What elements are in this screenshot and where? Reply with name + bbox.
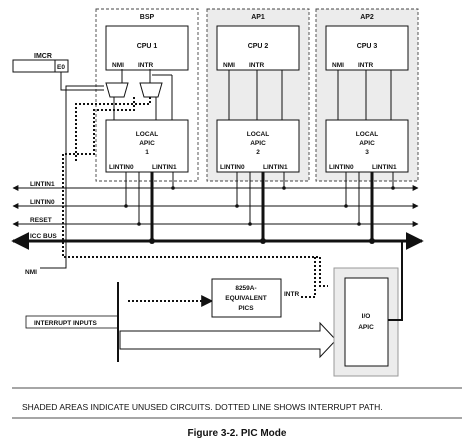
diagram-note: SHADED AREAS INDICATE UNUSED CIRCUITS. D… — [22, 402, 383, 412]
pic-line-1: 8259A- — [235, 285, 256, 292]
nmi-line: NMI — [25, 85, 104, 276]
lintin1-2: LINTIN1 — [263, 164, 288, 171]
nmi-label: NMI — [25, 269, 37, 276]
reset-bus-label: RESET — [30, 217, 52, 224]
local-apic-1-line-3: 1 — [145, 149, 149, 156]
cpu-nmi-3: NMI — [332, 62, 344, 69]
local-apic-2-line-2: APIC — [250, 140, 266, 147]
interrupt-inputs: INTERRUPT INPUTS — [25, 282, 337, 362]
local-apic-box-1 — [105, 119, 189, 173]
cpu-label-1: CPU 1 — [137, 43, 158, 50]
io-apic-block: I/O APIC — [333, 241, 403, 377]
cpu-intr-1: INTR — [138, 62, 153, 69]
intr-mux — [139, 82, 163, 98]
pic-line-3: PICS — [238, 305, 254, 312]
local-apic-1-line-2: APIC — [139, 140, 155, 147]
local-apic-box-2 — [216, 119, 300, 173]
lintin1-1: LINTIN1 — [152, 164, 177, 171]
pic-intr-label: INTR — [284, 291, 299, 298]
imcr-register: IMCR E0 — [12, 53, 104, 91]
interrupt-inputs-label: INTERRUPT INPUTS — [34, 320, 98, 327]
lintin0-1: LINTIN0 — [109, 164, 134, 171]
cpu-box-1 — [105, 25, 189, 71]
bsp-mux-gates — [105, 69, 173, 120]
lintin1-3: LINTIN1 — [372, 164, 397, 171]
io-apic-wide-arrow — [119, 321, 337, 359]
lintin0-bus-label: LINTIN0 — [30, 199, 55, 206]
cpu-nmi-1: NMI — [112, 62, 124, 69]
figure-caption: Figure 3-2. PIC Mode — [188, 428, 287, 439]
processor-2-label: AP1 — [251, 14, 265, 21]
local-apic-2-line-3: 2 — [256, 149, 260, 156]
io-apic-line-1: I/O — [362, 313, 371, 320]
nmi-mux — [105, 82, 129, 98]
local-apic-3-line-3: 3 — [365, 149, 369, 156]
pic-block: 8259A- EQUIVALENT PICS INTR — [211, 278, 299, 318]
icc-bus-label: ICC BUS — [30, 233, 57, 240]
local-apic-2-line-1: LOCAL — [247, 131, 269, 138]
processor-1-label: BSP — [140, 14, 155, 21]
lintin1-bus-label: LINTIN1 — [30, 181, 55, 188]
local-apic-3-line-1: LOCAL — [356, 131, 378, 138]
local-apic-box-3 — [325, 119, 409, 173]
imcr-e0-label: E0 — [57, 64, 65, 71]
lintin0-3: LINTIN0 — [329, 164, 354, 171]
pic-line-2: EQUIVALENT — [225, 295, 266, 302]
cpu-intr-3: INTR — [358, 62, 373, 69]
local-apic-1-line-1: LOCAL — [136, 131, 158, 138]
local-apic-3-line-2: APIC — [359, 140, 375, 147]
cpu-nmi-2: NMI — [223, 62, 235, 69]
processor-3-label: AP2 — [360, 14, 374, 21]
io-apic-line-2: APIC — [358, 324, 374, 331]
cpu-box-3 — [325, 25, 409, 71]
lintin0-2: LINTIN0 — [220, 164, 245, 171]
imcr-label: IMCR — [34, 53, 52, 60]
cpu-label-3: CPU 3 — [357, 43, 378, 50]
cpu-box-2 — [216, 25, 300, 71]
bus-lines: LINTIN1 LINTIN0 RESET ICC BUS — [11, 181, 424, 250]
cpu-label-2: CPU 2 — [248, 43, 269, 50]
cpu-intr-2: INTR — [249, 62, 264, 69]
